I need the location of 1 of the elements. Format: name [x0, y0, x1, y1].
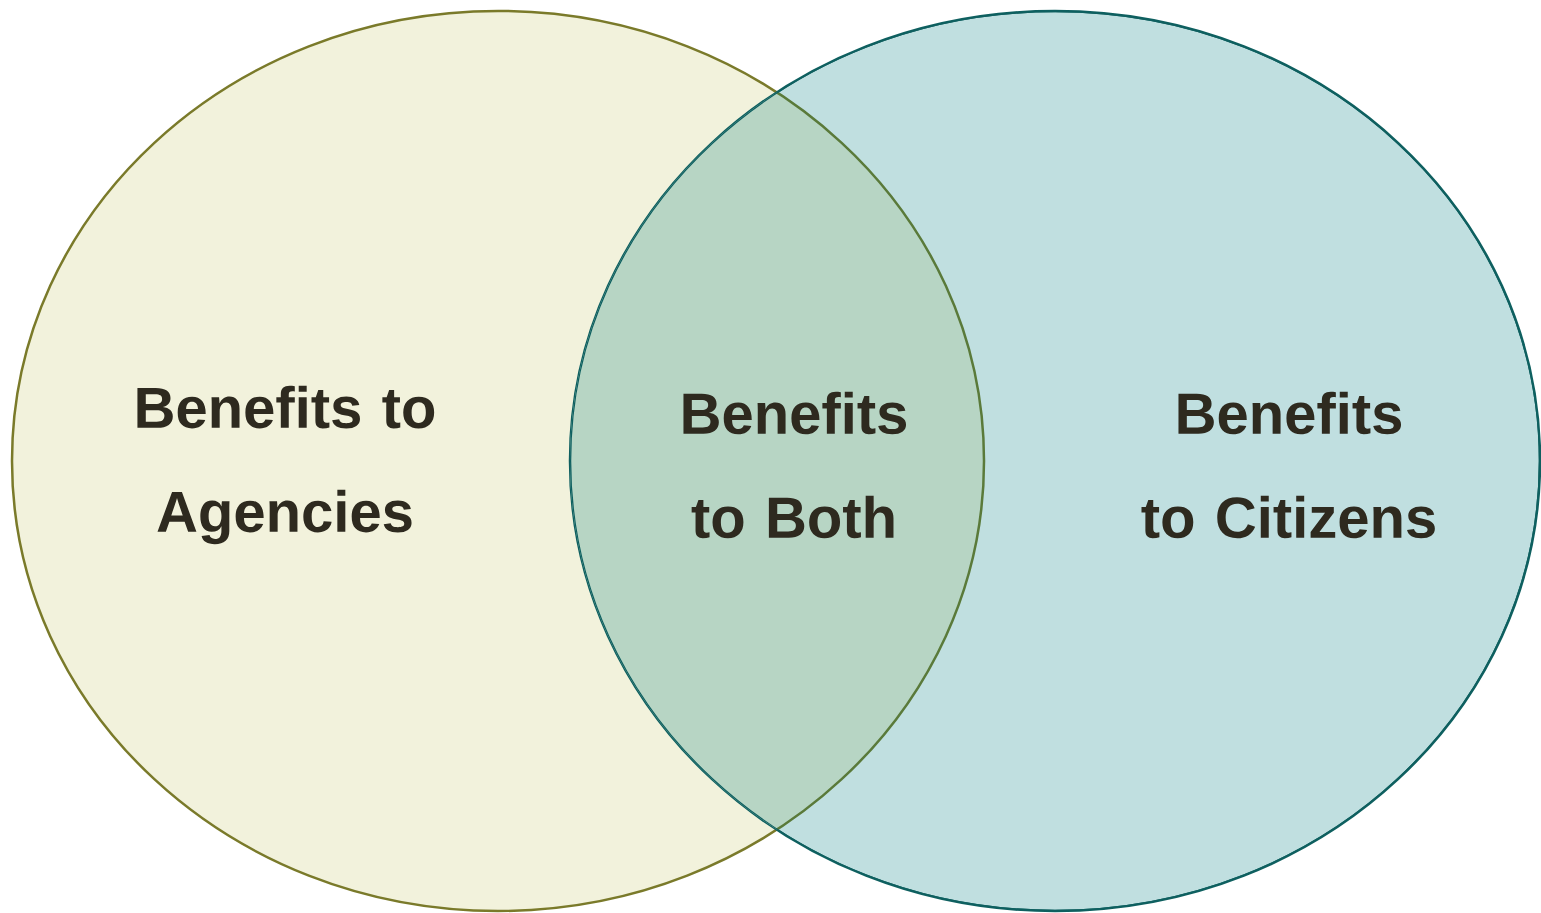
overlap-label: Benefits to Both: [683, 391, 907, 539]
